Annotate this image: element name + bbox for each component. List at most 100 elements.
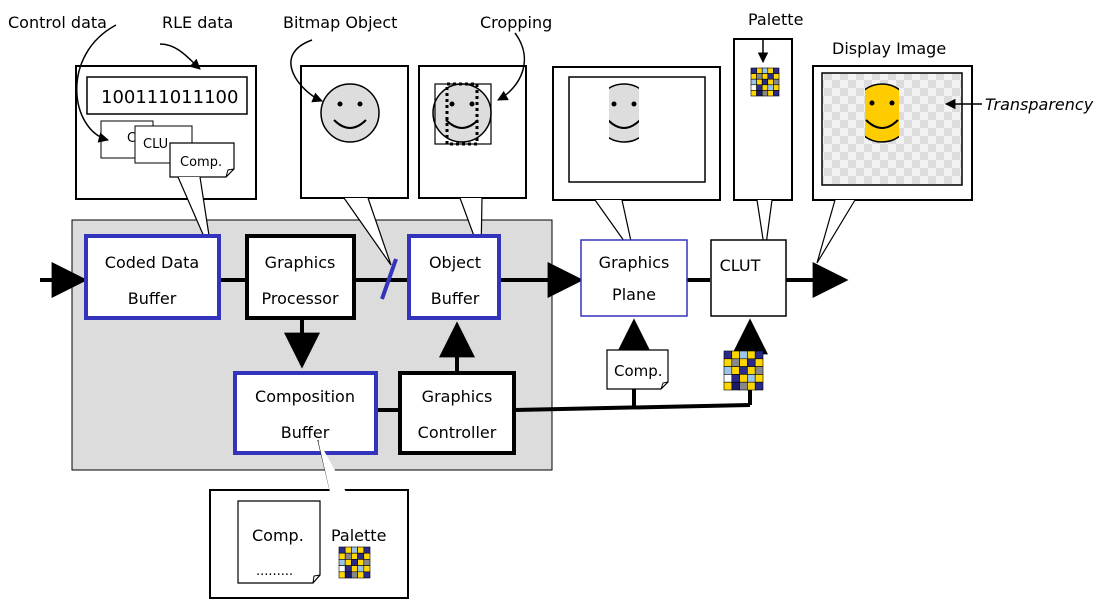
palette-cell	[363, 552, 371, 560]
palette-cell	[761, 84, 769, 91]
palette-cell	[739, 374, 748, 383]
palette-cell	[344, 546, 352, 554]
palette-cell	[739, 381, 748, 391]
palette-bottom-label: Palette	[331, 526, 386, 545]
svg-text:.........: .........	[256, 564, 293, 579]
palette-cell	[750, 78, 757, 86]
svg-text:Buffer: Buffer	[281, 423, 330, 442]
graphics-plane-block: Graphics Plane	[580, 239, 688, 317]
palette-cell	[357, 546, 365, 554]
palette-cell	[351, 559, 358, 566]
palette-cell	[357, 552, 365, 560]
palette-cell	[767, 67, 774, 74]
composition-buffer-block: Composition Buffer	[233, 371, 378, 455]
palette-cell	[747, 350, 756, 360]
control-card-2: CLU	[143, 137, 168, 152]
rle-data-callout: 100111011100 Co CLU Comp.	[75, 65, 257, 200]
palette-cell	[338, 546, 346, 554]
palette-cell	[750, 84, 757, 91]
svg-text:Controller: Controller	[418, 423, 497, 442]
palette-cell	[750, 90, 757, 97]
cropping-slash	[380, 258, 398, 300]
cropping-label: Cropping	[480, 13, 552, 32]
svg-text:Graphics: Graphics	[265, 253, 336, 272]
palette-top-label: Palette	[748, 10, 803, 29]
object-buffer-block: Object Buffer	[407, 234, 501, 320]
palette-cell	[723, 374, 733, 383]
cropping-callout	[418, 65, 527, 199]
palette-cell	[747, 381, 756, 391]
palette-cell	[761, 73, 769, 80]
palette-cell	[351, 546, 358, 554]
palette-cell	[357, 559, 365, 566]
palette-top-callout	[733, 38, 793, 201]
palette-cell	[731, 350, 740, 360]
display-image-label: Display Image	[832, 39, 946, 58]
palette-cell	[756, 78, 763, 86]
bitmap-object-callout	[300, 65, 409, 199]
svg-text:Object: Object	[429, 253, 481, 272]
palette-cell	[754, 374, 764, 383]
display-smiley	[865, 83, 899, 143]
palette-cell	[747, 366, 756, 375]
display-image-callout	[812, 65, 973, 201]
palette-cell	[344, 565, 352, 573]
svg-text:CLUT: CLUT	[720, 256, 761, 275]
rle-bits: 100111011100	[101, 87, 238, 108]
palette-cell	[756, 84, 763, 91]
palette-cell	[747, 374, 756, 383]
palette-cell	[747, 358, 756, 367]
palette-cell	[767, 73, 774, 80]
palette-cell	[344, 559, 352, 566]
control-data-label: Control data	[8, 13, 107, 32]
comp-note-mid: Comp.	[606, 349, 669, 390]
palette-cell	[754, 366, 764, 375]
palette-cell	[731, 366, 740, 375]
palette-cell	[767, 78, 774, 86]
clut-block: CLUT	[710, 239, 787, 317]
palette-cell	[723, 381, 733, 391]
palette-cell	[750, 73, 757, 80]
palette-cell	[723, 350, 733, 360]
palette-cell	[731, 374, 740, 383]
palette-cell	[338, 552, 346, 560]
palette-cell	[723, 358, 733, 367]
palette-cell	[773, 90, 780, 97]
crop-dotted-region	[445, 82, 479, 146]
palette-cell	[773, 73, 780, 80]
svg-text:Graphics: Graphics	[599, 253, 670, 272]
palette-cell	[767, 90, 774, 97]
palette-cell	[357, 571, 365, 579]
palette-cell	[739, 350, 748, 360]
svg-text:Buffer: Buffer	[128, 289, 177, 308]
control-card-3: Comp.	[180, 155, 222, 170]
palette-cell	[773, 84, 780, 91]
svg-text:Coded Data: Coded Data	[105, 253, 199, 272]
palette-cell	[761, 90, 769, 97]
palette-cell	[338, 559, 346, 566]
palette-cell	[756, 73, 763, 80]
palette-cell	[351, 552, 358, 560]
cropped-smiley	[609, 83, 639, 143]
svg-text:Comp.: Comp.	[614, 362, 663, 380]
palette-cell	[363, 565, 371, 573]
palette-cell	[731, 381, 740, 391]
palette-cell	[750, 67, 757, 74]
palette-cell	[773, 78, 780, 86]
palette-cell	[761, 67, 769, 74]
palette-cell	[338, 571, 346, 579]
palette-cell	[351, 571, 358, 579]
palette-cell	[338, 565, 346, 573]
palette-cell	[351, 565, 358, 573]
rle-data-label: RLE data	[162, 13, 233, 32]
palette-cell	[756, 90, 763, 97]
svg-text:Composition: Composition	[255, 387, 355, 406]
controller-output-line	[514, 403, 751, 412]
graphics-processor-block: Graphics Processor	[245, 234, 356, 320]
palette-cell	[773, 67, 780, 74]
graphics-plane-callout	[552, 66, 721, 201]
palette-cell	[363, 559, 371, 566]
palette-cell	[754, 381, 764, 391]
palette-top-grid	[750, 67, 780, 97]
